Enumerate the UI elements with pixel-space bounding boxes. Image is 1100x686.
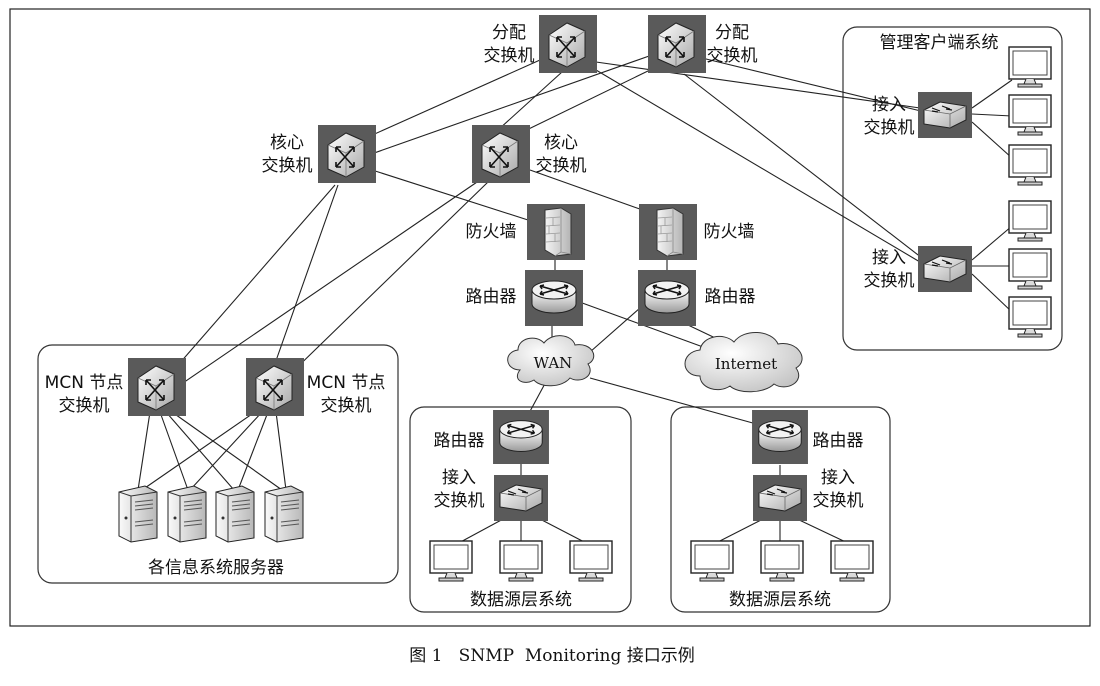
ds-router-right	[751, 410, 809, 464]
figure-caption: 图 1 SNMP Monitoring 接口示例	[409, 646, 695, 666]
mcn-right-label: MCN 节点	[307, 373, 386, 393]
monitor-icon	[1008, 46, 1052, 88]
monitor-icon	[760, 540, 804, 582]
mgmt-access-switch-top	[918, 92, 972, 138]
monitor-icon	[830, 540, 874, 582]
router-right-label: 路由器	[705, 287, 756, 307]
core-switch-left	[318, 125, 376, 183]
ds2-router-label: 路由器	[813, 431, 864, 451]
monitor-icon	[1008, 144, 1052, 186]
firewall-right-label: 防火墙	[704, 222, 755, 242]
ds1-router-label: 路由器	[434, 431, 485, 451]
ds2-access-label: 接入	[821, 468, 855, 488]
mcn-switch-right	[246, 358, 304, 416]
ds-router-left	[492, 410, 550, 464]
internet-cloud: Internet	[684, 332, 803, 393]
router-left	[525, 270, 583, 326]
svg-text:交换机: 交换机	[434, 491, 485, 511]
monitor-icon	[1008, 296, 1052, 338]
svg-text:交换机: 交换机	[321, 396, 372, 416]
monitor-icon	[1008, 200, 1052, 242]
mcn-switch-left	[128, 358, 186, 416]
svg-text:交换机: 交换机	[864, 118, 915, 138]
mgmt-access-switch-bottom	[918, 246, 972, 292]
svg-text:WAN: WAN	[534, 354, 573, 372]
distribution-switch-left	[539, 15, 597, 73]
distribution-switch-right	[648, 15, 706, 73]
svg-text:交换机: 交换机	[536, 156, 587, 176]
ds1-access-label: 接入	[442, 468, 476, 488]
connection-lines	[137, 54, 1013, 546]
svg-text:交换机: 交换机	[813, 491, 864, 511]
svg-text:交换机: 交换机	[59, 396, 110, 416]
mgmt-client-group	[842, 26, 1063, 351]
mgmt-access-top-label: 接入	[872, 95, 906, 115]
firewall-left-label: 防火墙	[466, 222, 517, 242]
svg-text:Internet: Internet	[715, 355, 777, 373]
wan-cloud: WAN	[507, 335, 595, 387]
monitor-icon	[499, 540, 543, 582]
router-right	[638, 270, 696, 326]
dist-switch-left-label: 分配	[492, 23, 526, 43]
router-left-label: 路由器	[466, 287, 517, 307]
monitor-icon	[690, 540, 734, 582]
ds2-title: 数据源层系统	[729, 590, 831, 610]
monitor-icon	[1008, 94, 1052, 136]
firewall-right	[639, 204, 697, 260]
dist-switch-right-label: 分配	[715, 23, 749, 43]
mcn-left-label: MCN 节点	[45, 373, 124, 393]
server-icon	[118, 485, 158, 543]
servers-group-title: 各信息系统服务器	[148, 558, 284, 578]
ds-access-switch-right	[753, 475, 807, 521]
firewall-left	[527, 204, 585, 260]
outer-frame	[9, 8, 1091, 627]
svg-text:交换机: 交换机	[864, 271, 915, 291]
svg-text:交换机: 交换机	[707, 46, 758, 66]
server-icon	[264, 485, 304, 543]
core-switch-right	[472, 125, 530, 183]
mgmt-access-bottom-label: 接入	[872, 248, 906, 268]
mgmt-group-title: 管理客户端系统	[880, 33, 999, 53]
svg-text:交换机: 交换机	[262, 156, 313, 176]
ds-access-switch-left	[494, 475, 548, 521]
labels: 分配 交换机 分配 交换机 核心 交换机 核心 交换机 防火墙 防火墙 路由器 …	[45, 23, 999, 666]
monitor-icon	[1008, 248, 1052, 290]
servers-group	[37, 344, 399, 584]
server-icon	[215, 485, 255, 543]
svg-text:交换机: 交换机	[484, 46, 535, 66]
monitor-icon	[429, 540, 473, 582]
ds1-title: 数据源层系统	[470, 590, 572, 610]
core-switch-right-label: 核心	[544, 133, 578, 153]
server-icon	[167, 485, 207, 543]
monitor-icon	[569, 540, 613, 582]
core-switch-left-label: 核心	[270, 133, 304, 153]
data-source-group-right	[670, 406, 891, 613]
data-source-group-left	[409, 406, 632, 613]
